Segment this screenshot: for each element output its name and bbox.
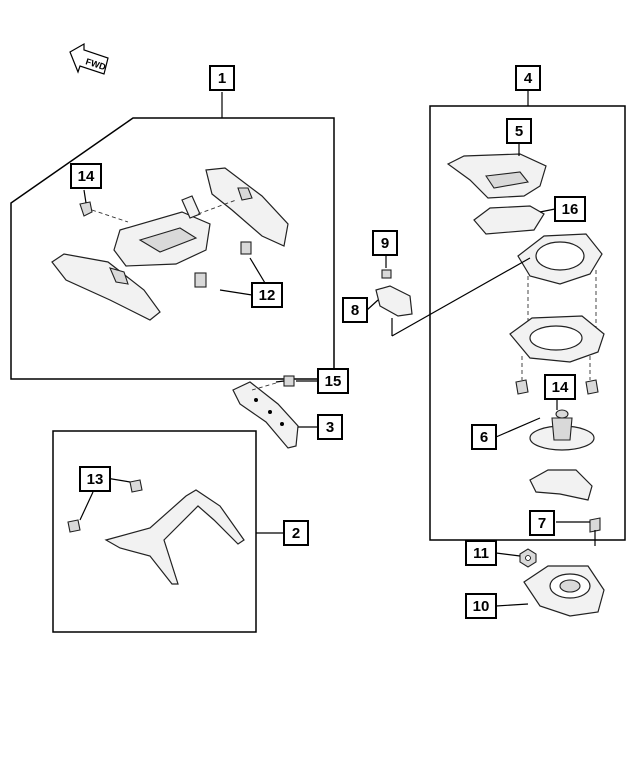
shifter-base-part-10 (523, 565, 605, 617)
switch-bezel-part-8 (375, 269, 413, 317)
callout-1-label: 1 (218, 70, 226, 87)
callout-16: 16 (554, 196, 586, 222)
callout-12-label: 12 (259, 287, 276, 304)
callout-14-lower: 14 (544, 374, 576, 400)
callout-15: 15 (317, 368, 349, 394)
forward-arrow-icon: FWD (69, 42, 109, 75)
callout-14-upper-label: 14 (78, 168, 95, 185)
trim-bezel-part-2 (67, 479, 245, 585)
callout-13: 13 (79, 466, 111, 492)
item-2-frame (52, 430, 257, 633)
callout-11: 11 (465, 540, 497, 566)
callout-8-label: 8 (351, 302, 359, 319)
callout-4: 4 (515, 65, 541, 91)
leader-lines (79, 143, 590, 607)
callout-1: 1 (209, 65, 235, 91)
glove-box-assembly (51, 167, 289, 321)
callout-9: 9 (372, 230, 398, 256)
callout-3: 3 (317, 414, 343, 440)
callout-2: 2 (283, 520, 309, 546)
callout-11-label: 11 (473, 545, 489, 562)
callout-15-label: 15 (325, 373, 342, 390)
callout-3-label: 3 (326, 419, 334, 436)
bolt-part-15 (251, 375, 295, 391)
clips-part-14 (515, 379, 599, 395)
callout-7-label: 7 (538, 515, 546, 532)
callout-6-label: 6 (480, 429, 488, 446)
callout-16-label: 16 (562, 201, 579, 218)
callout-14-upper: 14 (70, 163, 102, 189)
shifter-bracket (509, 315, 605, 380)
callout-4-label: 4 (524, 70, 533, 87)
callout-7: 7 (529, 510, 555, 536)
trim-plate-part-16 (473, 205, 545, 235)
callout-5-label: 5 (515, 123, 523, 140)
shifter-bezel (517, 233, 603, 330)
callout-14-lower-label: 14 (552, 379, 569, 396)
callout-5: 5 (506, 118, 532, 144)
callout-13-label: 13 (87, 471, 104, 488)
retainer-part-7 (529, 469, 601, 546)
callout-2-label: 2 (292, 525, 300, 542)
shifter-boot-part-5 (446, 153, 547, 199)
callout-9-label: 9 (381, 235, 389, 252)
callout-12: 12 (251, 282, 283, 308)
bracket-part-3 (232, 381, 299, 449)
callout-10: 10 (465, 593, 497, 619)
callout-10-label: 10 (473, 598, 490, 615)
shift-boot-part-6 (529, 409, 595, 451)
item-1-frame (10, 117, 335, 380)
callout-8: 8 (342, 297, 368, 323)
nut-part-11 (519, 548, 537, 568)
callout-6: 6 (471, 424, 497, 450)
